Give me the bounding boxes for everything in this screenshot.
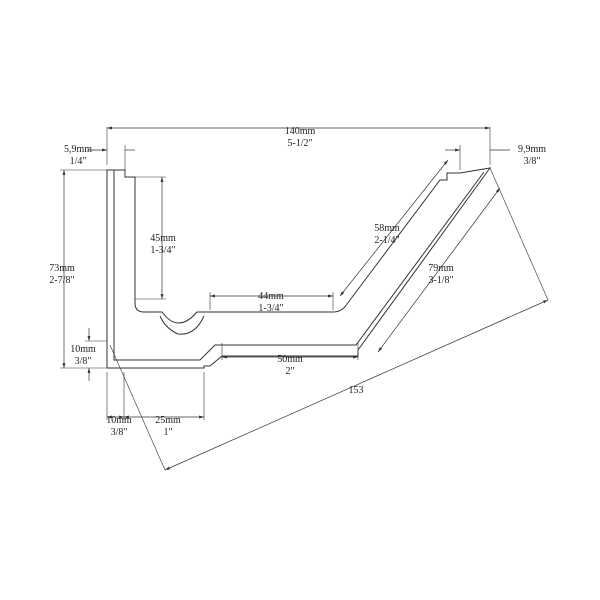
label-outer-bottom-inch: 2" <box>285 366 294 377</box>
dimension-labels: 140mm 5-1/2" 5,9mm 1/4" 9,9mm 3/8" 45mm … <box>49 126 546 438</box>
label-outer-bottom-mm: 50mm <box>277 354 303 365</box>
label-left-lip-mm: 5,9mm <box>64 144 92 155</box>
label-foot-width-inch: 1" <box>163 427 172 438</box>
dimension-lines <box>62 126 549 471</box>
dim-diagonal-line <box>164 299 549 471</box>
label-inner-bottom-inch: 1-3/4" <box>258 303 283 314</box>
label-right-lip-mm: 9,9mm <box>518 144 546 155</box>
label-inner-slope-inch: 2-1/4" <box>374 235 399 246</box>
extension-lines <box>60 127 549 471</box>
label-inner-bottom-mm: 44mm <box>258 291 284 302</box>
label-diagonal: 153 <box>349 385 364 396</box>
label-total-height-inch: 2-7/8" <box>49 275 74 286</box>
label-outer-slope-mm: 79mm <box>428 263 454 274</box>
label-left-lip-inch: 1/4" <box>70 156 87 167</box>
label-top-width-mm: 140mm <box>285 126 316 137</box>
label-top-width-inch: 5-1/2" <box>287 138 312 149</box>
label-outer-slope-inch: 3-1/8" <box>428 275 453 286</box>
label-left-wall-inch: 3/8" <box>111 427 128 438</box>
label-total-height-mm: 73mm <box>49 263 75 274</box>
label-right-lip-inch: 3/8" <box>524 156 541 167</box>
label-inner-slope-mm: 58mm <box>374 223 400 234</box>
label-inner-height-inch: 1-3/4" <box>150 245 175 256</box>
label-base-height-inch: 3/8" <box>75 356 92 367</box>
label-left-wall-mm: 10mm <box>106 415 132 426</box>
label-foot-width-mm: 25mm <box>155 415 181 426</box>
drip-detail <box>159 315 205 335</box>
label-inner-height-mm: 45mm <box>150 233 176 244</box>
label-base-height-mm: 10mm <box>70 344 96 355</box>
